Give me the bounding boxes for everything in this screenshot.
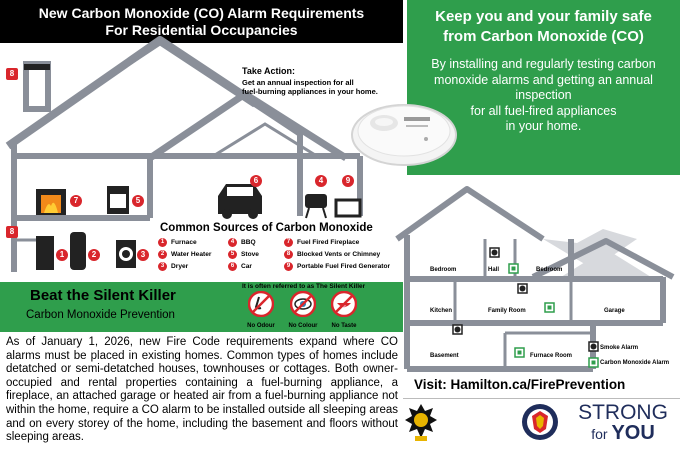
badge-fireplace: 7 — [70, 195, 82, 207]
source-label: Fuel Fired Fireplace — [297, 239, 360, 246]
no-taste-icon — [330, 290, 358, 318]
no-colour-label: No Colour — [288, 323, 318, 329]
room-kitchen: Kitchen — [430, 308, 453, 314]
badge-generator: 9 — [342, 175, 354, 187]
no-colour-icon — [289, 290, 317, 318]
brand-you: YOU — [611, 422, 655, 444]
room-basement: Basement — [430, 353, 459, 359]
brand-for-you: for YOU — [571, 422, 675, 444]
promo-title: Keep you and your family safe from Carbo… — [407, 0, 680, 47]
room-hall: Hall — [488, 267, 500, 273]
brand-for: for — [591, 426, 608, 442]
source-label: Blocked Vents or Chimney — [297, 251, 381, 258]
footer-divider — [403, 398, 680, 399]
source-number: 8 — [284, 250, 293, 259]
source-number: 6 — [228, 262, 237, 271]
badge-stove: 5 — [132, 195, 144, 207]
source-item: 1 Furnace — [158, 238, 228, 247]
source-number: 5 — [228, 250, 237, 259]
badge-car: 6 — [250, 175, 262, 187]
promo-body-line-5: in your home. — [505, 119, 582, 133]
source-number: 7 — [284, 238, 293, 247]
source-item: 9 Portable Fuel Fired Generator — [284, 262, 403, 271]
promo-body-line-3: inspection — [515, 88, 572, 102]
source-number: 1 — [158, 238, 167, 247]
no-odour-label: No Odour — [247, 323, 275, 329]
legend-co-alarm: Carbon Monoxide Alarm — [600, 360, 670, 366]
legend-smoke-alarm: Smoke Alarm — [600, 345, 639, 351]
room-bedroom-1: Bedroom — [430, 267, 457, 273]
sources-list: 1 Furnace 4 BBQ 7 Fuel Fired Fireplace 2 Wat… — [158, 238, 403, 271]
take-action-note: Take Action: Get an annual inspection fo… — [242, 66, 392, 97]
promo-title-line-2: from Carbon Monoxide (CO) — [443, 28, 644, 45]
city-seal-icon — [522, 404, 558, 440]
promo-panel: Keep you and your family safe from Carbo… — [407, 0, 680, 175]
silent-killer-note: It is often referred to as The Silent Ki… — [242, 283, 366, 290]
take-action-line-1: Get an annual inspection for all — [242, 78, 354, 87]
title-banner: New Carbon Monoxide (CO) Alarm Requireme… — [0, 0, 403, 43]
source-label: Stove — [241, 251, 259, 258]
take-action-line-2: fuel-burning appliances in your home. — [242, 87, 378, 96]
silent-killer-title: Beat the Silent Killer — [30, 287, 176, 304]
strong-for-you-logo: STRONG for YOU — [571, 401, 675, 443]
source-number: 2 — [158, 250, 167, 259]
source-number: 9 — [284, 262, 293, 271]
source-item: 8 Blocked Vents or Chimney — [284, 250, 403, 259]
silent-killer-band: Beat the Silent Killer Carbon Monoxide P… — [0, 282, 403, 332]
source-item: 5 Stove — [228, 250, 284, 259]
badge-dryer: 3 — [137, 249, 149, 261]
no-odour-item: No Odour — [241, 290, 281, 329]
source-label: Dryer — [171, 263, 189, 270]
title-line-1: New Carbon Monoxide (CO) Alarm Requireme… — [38, 5, 365, 21]
promo-title-line-1: Keep you and your family safe — [435, 8, 652, 25]
floor-plan-diagram — [395, 186, 675, 372]
silent-killer-subtitle: Carbon Monoxide Prevention — [26, 309, 175, 321]
source-number: 4 — [228, 238, 237, 247]
badge-bbq: 4 — [315, 175, 327, 187]
no-odour-icon — [247, 290, 275, 318]
promo-body-line-1: By installing and regularly testing carb… — [431, 57, 656, 71]
badge-vent: 8 — [6, 226, 18, 238]
source-item: 3 Dryer — [158, 262, 228, 271]
source-item: 4 BBQ — [228, 238, 284, 247]
brand-strong: STRONG — [578, 401, 668, 424]
requirements-paragraph: As of January 1, 2026, new Fire Code req… — [6, 336, 398, 444]
source-item: 2 Water Heater — [158, 250, 228, 259]
no-taste-item: No Taste — [324, 290, 364, 329]
badge-furnace: 1 — [56, 249, 68, 261]
source-label: Portable Fuel Fired Generator — [297, 263, 391, 270]
promo-body-line-2: monoxide alarms and getting an annual — [434, 72, 653, 87]
source-number: 3 — [158, 262, 167, 271]
title-line-2: For Residential Occupancies — [105, 22, 298, 38]
source-item: 7 Fuel Fired Fireplace — [284, 238, 403, 247]
badge-chimney: 8 — [6, 68, 18, 80]
take-action-title: Take Action: — [242, 66, 296, 76]
badge-water-heater: 2 — [88, 249, 100, 261]
room-bedroom-2: Bedroom — [536, 267, 563, 273]
source-label: Furnace — [171, 239, 197, 246]
promo-body-line-4: for all fuel-fired appliances — [470, 103, 617, 118]
fire-department-crest-icon — [405, 404, 437, 441]
visit-link[interactable]: Visit: Hamilton.ca/FirePrevention — [414, 377, 626, 392]
source-label: Car — [241, 263, 252, 270]
co-detector-image — [351, 104, 457, 166]
sources-title: Common Sources of Carbon Monoxide — [160, 222, 373, 234]
room-garage: Garage — [604, 308, 625, 314]
source-item: 6 Car — [228, 262, 284, 271]
source-label: Water Heater — [171, 251, 212, 258]
room-furnace-room: Furnace Room — [530, 353, 573, 359]
no-colour-item: No Colour — [283, 290, 323, 329]
house-illustration — [5, 36, 363, 272]
promo-body: By installing and regularly testing carb… — [407, 47, 680, 135]
room-family-room: Family Room — [488, 308, 526, 314]
source-label: BBQ — [241, 239, 256, 246]
no-taste-label: No Taste — [331, 323, 357, 329]
